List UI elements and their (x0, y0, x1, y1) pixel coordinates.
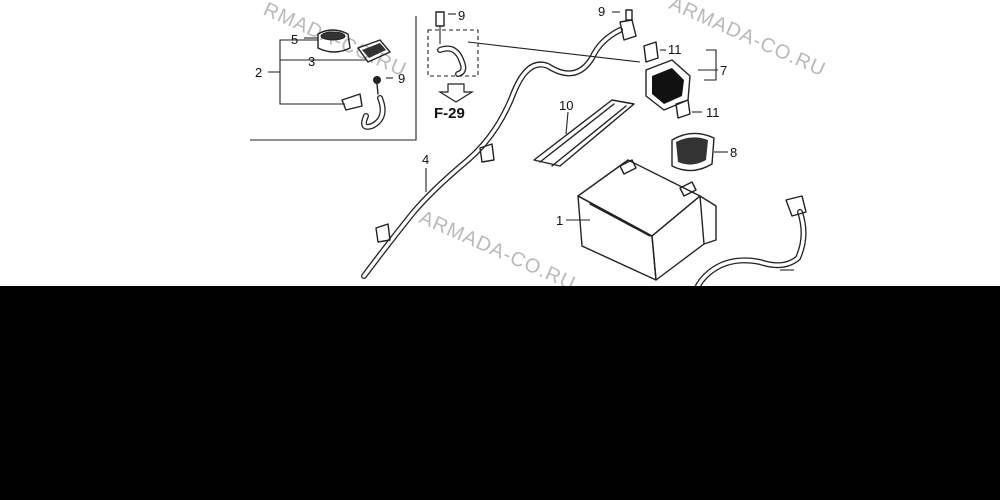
callout-2: 2 (255, 65, 262, 80)
callout-4: 4 (422, 152, 429, 167)
inset-frame (250, 16, 417, 141)
callout-7: 7 (720, 63, 727, 78)
callout-5: 5 (291, 32, 298, 47)
inset-bracket-cable (341, 76, 386, 130)
battery-part-1 (577, 159, 717, 281)
negative-cable (693, 195, 807, 293)
callout-11-lower: 11 (706, 105, 720, 120)
callout-11-top: 11 (668, 42, 682, 57)
callout-1: 1 (556, 213, 563, 228)
reference-label: F-29 (434, 105, 465, 122)
callout-10: 10 (559, 98, 573, 113)
main-cable-part-4 (361, 9, 641, 279)
inset-leaders (268, 37, 393, 105)
callout-9-clamp: 9 (458, 8, 465, 23)
main-leaders (425, 11, 794, 271)
callout-labels: 5 3 2 9 9 9 11 7 11 8 10 4 1 F-29 (255, 4, 737, 228)
callout-3: 3 (308, 54, 315, 69)
boot-part-8 (671, 132, 715, 172)
relay-part-7 (643, 41, 691, 119)
black-band (0, 286, 1000, 500)
callout-9-main: 9 (598, 4, 605, 19)
inset-cap-part-5 (317, 29, 351, 53)
inset-cover-part-3 (357, 39, 391, 63)
reference-arrow (437, 83, 475, 103)
callout-9-inset: 9 (398, 71, 405, 86)
callout-8: 8 (730, 145, 737, 160)
battery-band-part-10 (533, 99, 635, 167)
clamp-detail-box (427, 11, 479, 77)
